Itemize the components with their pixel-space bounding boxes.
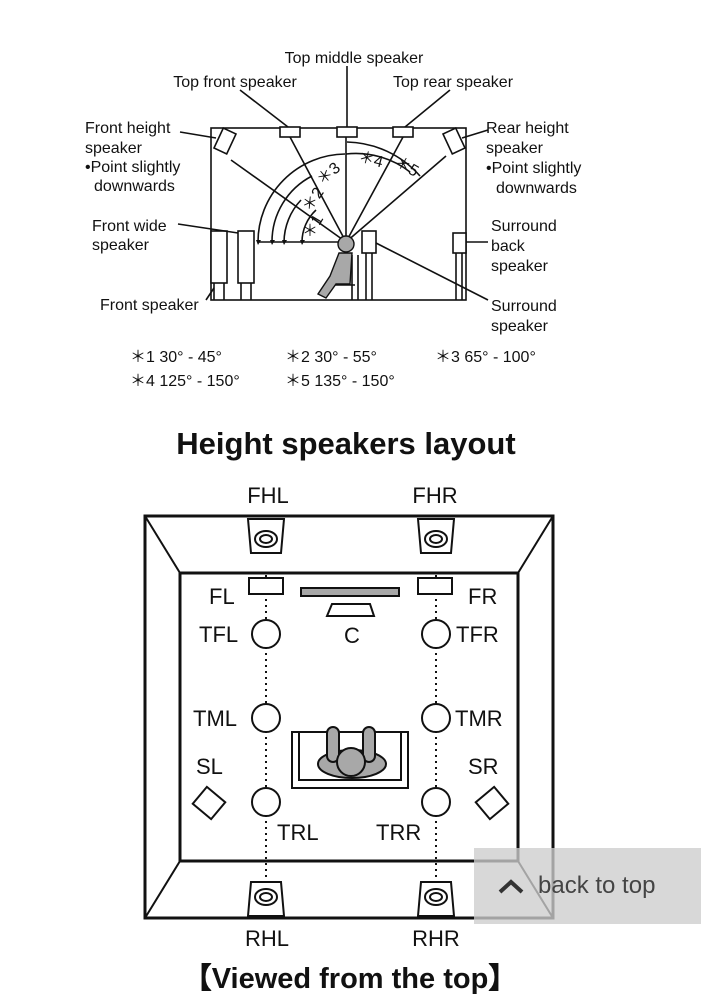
top-front-speaker bbox=[279, 126, 301, 138]
fhl-speaker bbox=[246, 518, 286, 554]
fhl-label: FHL bbox=[247, 483, 289, 508]
front-speaker-label: Front speaker bbox=[100, 297, 199, 314]
front-speaker-box bbox=[210, 230, 228, 284]
height-speakers bbox=[246, 518, 456, 917]
rhr-speaker bbox=[416, 881, 456, 917]
surround-speaker-box bbox=[361, 230, 377, 254]
top-front-label: Top front speaker bbox=[173, 74, 297, 91]
fhr-speaker bbox=[416, 518, 456, 554]
top-middle-label: Top middle speaker bbox=[285, 50, 424, 67]
angle-mark-2: ＊2 bbox=[299, 185, 327, 215]
rhr-label: RHR bbox=[412, 926, 460, 951]
front-height-label-2: speaker bbox=[85, 140, 143, 157]
front-wide-speaker-box bbox=[237, 230, 255, 284]
angle-notes: ＊1 30° - 45° ＊2 30° - 55° ＊3 65° - 100° … bbox=[130, 349, 536, 390]
surround-back-label-3: speaker bbox=[491, 258, 549, 275]
angle-mark-3: ＊3 bbox=[314, 160, 344, 189]
back-to-top-label: back to top bbox=[538, 872, 656, 899]
fl-speaker bbox=[248, 577, 284, 595]
tfr-speaker bbox=[421, 619, 451, 649]
floor-speakers bbox=[191, 577, 510, 821]
top-speakers bbox=[251, 619, 451, 817]
trr-speaker bbox=[421, 787, 451, 817]
tml-label: TML bbox=[193, 706, 237, 731]
top-view-labels: FHL FHR FL FR C TFL TFR TML TMR SL SR TR… bbox=[193, 483, 503, 951]
top-middle-speaker bbox=[336, 126, 358, 138]
side-listener bbox=[316, 235, 355, 299]
front-height-label-1: Front height bbox=[85, 120, 171, 137]
front-wide-label-1: Front wide bbox=[92, 218, 167, 235]
angle-mark-5: ＊5 bbox=[391, 153, 421, 180]
center-speaker bbox=[325, 603, 376, 617]
sl-speaker bbox=[191, 785, 227, 821]
fr-label: FR bbox=[468, 584, 497, 609]
top-listener bbox=[291, 726, 409, 789]
top-rear-speaker bbox=[392, 126, 414, 138]
tfl-label: TFL bbox=[199, 622, 238, 647]
tfr-label: TFR bbox=[456, 622, 499, 647]
surround-back-label-1: Surround bbox=[491, 218, 557, 235]
top-view-caption: 【Viewed from the top】 bbox=[183, 962, 518, 995]
side-view-labels: Top middle speaker Top front speaker Top… bbox=[85, 50, 581, 335]
tfl-speaker bbox=[251, 619, 281, 649]
top-room-outer bbox=[143, 514, 555, 920]
sl-label: SL bbox=[196, 754, 223, 779]
side-view bbox=[177, 66, 489, 301]
top-room-inner bbox=[178, 571, 520, 863]
tmr-label: TMR bbox=[455, 706, 503, 731]
trr-label: TRR bbox=[376, 820, 421, 845]
front-wide-label-2: speaker bbox=[92, 237, 150, 254]
sr-speaker bbox=[474, 785, 510, 821]
fl-label: FL bbox=[209, 584, 235, 609]
c-label: C bbox=[344, 623, 360, 648]
rhl-speaker bbox=[246, 881, 286, 917]
angle-note-2: ＊2 30° - 55° bbox=[285, 349, 377, 366]
front-height-label-3: •Point slightly bbox=[85, 159, 180, 176]
rear-height-label-2: speaker bbox=[486, 140, 544, 157]
rear-height-label-3: •Point slightly bbox=[486, 160, 581, 177]
fr-speaker bbox=[417, 577, 453, 595]
rhl-label: RHL bbox=[245, 926, 289, 951]
fhr-label: FHR bbox=[412, 483, 457, 508]
angle-note-4: ＊4 125° - 150° bbox=[130, 373, 240, 390]
tmr-speaker bbox=[421, 703, 451, 733]
layout-title: Height speakers layout bbox=[176, 426, 515, 461]
angle-note-3: ＊3 65° - 100° bbox=[435, 349, 536, 366]
front-height-label-4: downwards bbox=[94, 178, 175, 195]
angle-mark-1: ＊1 bbox=[300, 212, 327, 242]
tml-speaker bbox=[251, 703, 281, 733]
rear-height-speaker bbox=[441, 127, 467, 155]
angle-mark-4: ＊4 bbox=[356, 149, 385, 172]
top-rear-label: Top rear speaker bbox=[393, 74, 514, 91]
surround-back-speaker-box bbox=[452, 232, 467, 254]
screen-bar bbox=[300, 587, 400, 597]
sr-label: SR bbox=[468, 754, 499, 779]
surround-label-2: speaker bbox=[491, 318, 549, 335]
trl-speaker bbox=[251, 787, 281, 817]
trl-label: TRL bbox=[277, 820, 319, 845]
chevron-up-icon bbox=[498, 879, 524, 894]
rear-height-label-4: downwards bbox=[496, 180, 577, 197]
rear-height-label-1: Rear height bbox=[486, 120, 569, 137]
surround-back-label-2: back bbox=[491, 238, 526, 255]
angle-note-1: ＊1 30° - 45° bbox=[130, 349, 222, 366]
angle-note-5: ＊5 135° - 150° bbox=[285, 373, 395, 390]
surround-label-1: Surround bbox=[491, 298, 557, 315]
back-to-top-button[interactable]: back to top bbox=[474, 848, 701, 924]
angle-marks: ＊1 ＊2 ＊3 ＊4 ＊5 bbox=[299, 149, 421, 242]
front-height-speaker bbox=[212, 127, 238, 155]
